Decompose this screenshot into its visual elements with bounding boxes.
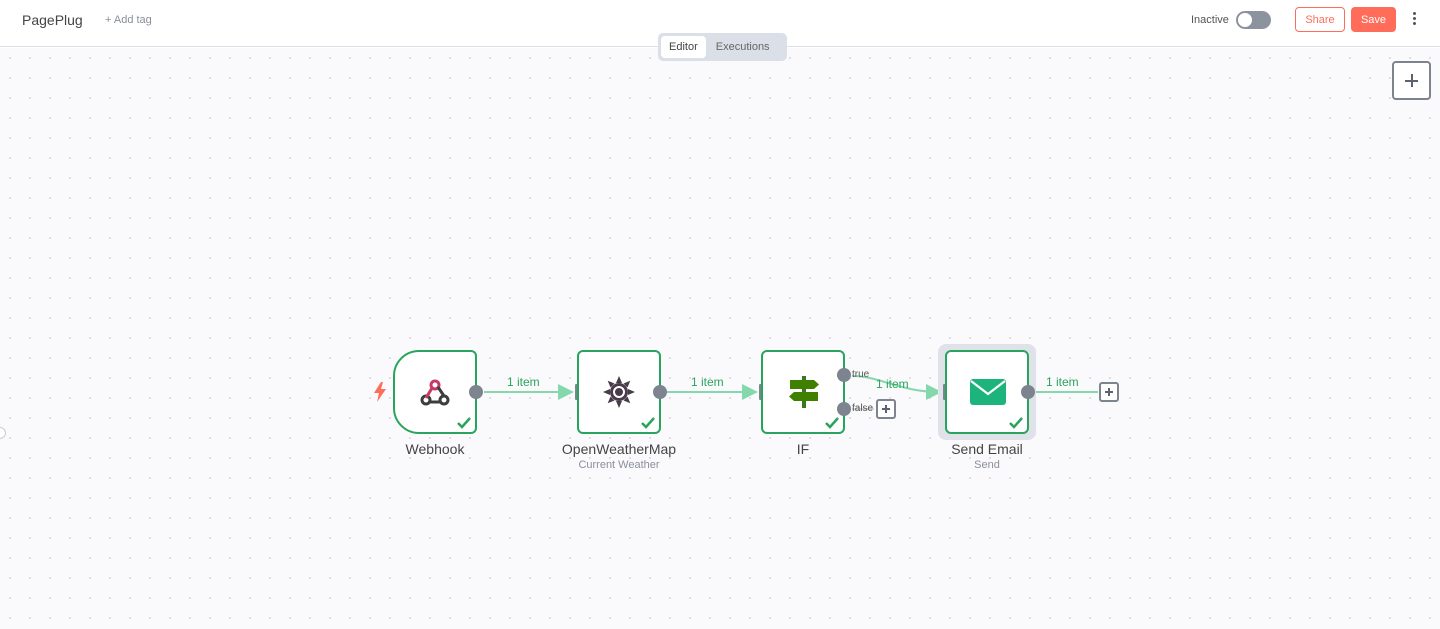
edge-item-count: 1 item	[876, 377, 909, 391]
node-webhook[interactable]	[393, 350, 477, 434]
output-handle[interactable]	[1021, 385, 1035, 399]
tab-editor[interactable]: Editor	[661, 36, 706, 58]
node-if[interactable]	[761, 350, 845, 434]
success-check-icon	[641, 417, 655, 429]
node-subtitle: Current Weather	[578, 459, 660, 471]
output-handle-false[interactable]	[837, 402, 851, 416]
active-toggle[interactable]	[1236, 11, 1271, 29]
add-node-button[interactable]	[876, 399, 896, 419]
node-send-email[interactable]	[945, 350, 1029, 434]
workflow-canvas[interactable]	[0, 48, 1440, 629]
trigger-bolt-icon	[374, 382, 386, 402]
edge-item-count: 1 item	[691, 375, 724, 389]
signpost-icon	[789, 376, 819, 408]
save-button[interactable]: Save	[1351, 7, 1396, 32]
add-tag-link[interactable]: + Add tag	[105, 14, 152, 26]
node-openweathermap[interactable]	[577, 350, 661, 434]
output-handle-true[interactable]	[837, 368, 851, 382]
webhook-icon	[420, 379, 450, 406]
tab-executions[interactable]: Executions	[715, 41, 770, 53]
output-handle[interactable]	[469, 385, 483, 399]
view-tabs: Editor Executions	[658, 33, 787, 61]
add-node-plus-icon[interactable]	[1392, 61, 1431, 100]
success-check-icon	[1009, 417, 1023, 429]
branch-label-false: false	[852, 403, 874, 414]
output-handle[interactable]	[653, 385, 667, 399]
workflow-name[interactable]: PagePlug	[22, 12, 83, 28]
sun-icon	[603, 376, 635, 408]
success-check-icon	[825, 417, 839, 429]
add-node-button[interactable]	[1099, 382, 1119, 402]
envelope-icon	[970, 379, 1006, 405]
edge-item-count: 1 item	[507, 375, 540, 389]
toggle-knob	[1238, 13, 1252, 27]
share-button[interactable]: Share	[1295, 7, 1345, 32]
edge-item-count: 1 item	[1046, 375, 1079, 389]
active-status-label: Inactive	[1191, 14, 1229, 26]
success-check-icon	[457, 417, 471, 429]
node-subtitle: Send	[974, 459, 1000, 471]
node-title: Webhook	[405, 441, 465, 457]
node-title: Send Email	[951, 441, 1023, 457]
node-title: OpenWeatherMap	[561, 441, 677, 457]
node-title: IF	[796, 441, 810, 457]
branch-label-true: true	[852, 369, 870, 380]
more-vertical-icon[interactable]	[1406, 10, 1422, 30]
